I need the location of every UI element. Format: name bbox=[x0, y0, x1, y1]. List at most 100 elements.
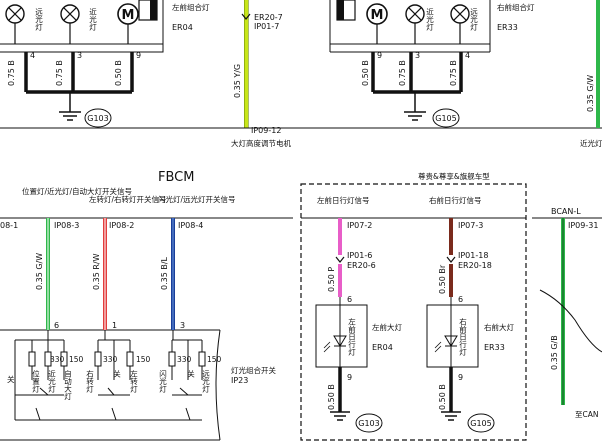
fbcm-pin-ip08-3: IP08-3 bbox=[54, 221, 79, 230]
r150-b: 150 bbox=[136, 355, 151, 364]
trim-note: 尊贵&尊享&旗舰车型 bbox=[418, 171, 490, 181]
r330-c: 330 bbox=[177, 355, 192, 364]
right-wire-label-3: 0.75 B bbox=[449, 60, 458, 86]
conn-er20-7: ER20-7 bbox=[254, 13, 283, 22]
conn-ip01-7: IP01-7 bbox=[254, 22, 279, 31]
motor-left-symbol: M bbox=[122, 8, 135, 23]
lamp-left-high-beam bbox=[5, 4, 25, 24]
bcan-wire-label: 0.35 G/B bbox=[550, 335, 559, 370]
motor-right-symbol: M bbox=[371, 8, 384, 23]
fbcm-pin-ip08-4: IP08-4 bbox=[178, 221, 203, 230]
bcan-label: BCAN-L bbox=[551, 207, 581, 216]
drl-left-connector: IP07-2 bbox=[347, 221, 372, 230]
drl-left-led-icon bbox=[323, 335, 347, 353]
drl-right-signal: 右前日行灯信号 bbox=[429, 195, 482, 205]
assembly-right-name: 右前组合灯 bbox=[497, 2, 535, 12]
svg-text:G103: G103 bbox=[358, 419, 379, 428]
motor-left: M bbox=[117, 3, 139, 25]
drl-left-signal: 左前日行灯信号 bbox=[317, 195, 370, 205]
connector-arrow-er20 bbox=[241, 13, 251, 20]
drl-right-gnd-wire: 0.50 B bbox=[438, 384, 447, 410]
wire-1-label: 0.35 G/W bbox=[35, 253, 44, 290]
drl-right-lamp-name: 右前日行灯 bbox=[458, 317, 467, 357]
assembly-left-name: 左前组合灯 bbox=[172, 2, 210, 12]
left-wire-label-1: 0.75 B bbox=[7, 60, 16, 86]
pos-low: 近光灯 bbox=[47, 369, 56, 394]
lamp-right-high-beam bbox=[450, 4, 470, 24]
right-pin-1: 9 bbox=[377, 51, 382, 60]
drl-dashed-box bbox=[300, 183, 527, 441]
left-pin-3: 9 bbox=[136, 51, 141, 60]
drl-left-gnd-wire: 0.50 B bbox=[327, 384, 336, 410]
svg-text:G105: G105 bbox=[435, 114, 456, 123]
bcan-connector: IP09-31 bbox=[568, 221, 598, 230]
light-switch-circuit bbox=[14, 330, 206, 421]
to-can-caption: 至CAN bbox=[575, 410, 598, 419]
far-right-wire-label: 0.35 G/W bbox=[586, 75, 595, 112]
drl-left-code: ER04 bbox=[372, 343, 393, 352]
fbcm-sig-turn: 左转灯/右转灯开关信号 bbox=[89, 194, 167, 204]
lamp-right-1-label: 近光灯 bbox=[425, 7, 434, 32]
lamp-right-2-label: 远光灯 bbox=[469, 8, 478, 32]
fbcm-title: FBCM bbox=[158, 170, 194, 185]
drl-right-assembly: 右前大灯 bbox=[484, 322, 514, 332]
fbcm-sig-flash: 闪光灯/远光灯开关信号 bbox=[158, 194, 236, 204]
left-pin-1: 4 bbox=[30, 51, 35, 60]
svg-text:G105: G105 bbox=[470, 419, 491, 428]
conn-ip09-12: IP09-12 bbox=[251, 126, 281, 135]
left-wire-label-2: 0.75 B bbox=[55, 60, 64, 86]
drl-right-code: ER33 bbox=[484, 343, 505, 352]
r330-b: 330 bbox=[103, 355, 118, 364]
drl-left-ip: IP01-6 bbox=[347, 251, 372, 260]
wire-3-label: 0.35 B/L bbox=[160, 256, 169, 290]
caption-motor: 大灯高度调节电机 bbox=[231, 138, 291, 148]
wire-2-label: 0.35 R/W bbox=[92, 253, 101, 290]
drl-left-assembly: 左前大灯 bbox=[372, 322, 402, 332]
lamp-right-low-beam bbox=[405, 4, 425, 24]
drl-right-pin-top: 6 bbox=[458, 295, 463, 304]
assembly-left-code: ER04 bbox=[172, 23, 193, 32]
pos-auto: 自动大灯 bbox=[63, 369, 72, 402]
pos-turn-off: 关 bbox=[112, 369, 121, 379]
drl-left-lamp-name: 左前日行灯 bbox=[347, 317, 356, 357]
right-pin-3: 4 bbox=[465, 51, 470, 60]
can-twist-line bbox=[539, 289, 602, 353]
pos-flash: 闪光灯 bbox=[158, 370, 167, 394]
lamp-left-low-beam bbox=[60, 4, 80, 24]
lamp-left-1-label: 远光灯 bbox=[34, 8, 43, 32]
drl-right-led-icon bbox=[434, 335, 458, 353]
caption-right-edge: 近光灯电器 bbox=[580, 138, 602, 148]
fbcm-pin-1: 1 bbox=[112, 321, 117, 330]
drl-left-pin-top: 6 bbox=[347, 295, 352, 304]
pos-high: 远光灯 bbox=[201, 370, 210, 394]
svg-text:G103: G103 bbox=[87, 114, 108, 123]
switch-code: IP23 bbox=[231, 376, 248, 385]
drl-left-wire: 0.50 P bbox=[327, 267, 336, 292]
fbcm-pin-edge: 08-1 bbox=[0, 221, 18, 230]
drl-right-wire: 0.50 Br bbox=[438, 264, 447, 294]
fbcm-pin-3: 3 bbox=[180, 321, 185, 330]
pos-off: 关 bbox=[7, 374, 15, 384]
r330-a: 330 bbox=[50, 355, 65, 364]
fbcm-pin-ip08-2: IP08-2 bbox=[109, 221, 134, 230]
pos-right-turn: 右转灯 bbox=[85, 369, 94, 394]
drl-right-ip: IP01-18 bbox=[458, 251, 488, 260]
drl-left-er: ER20-6 bbox=[347, 261, 376, 270]
center-wire-label: 0.35 Y/G bbox=[233, 64, 242, 98]
drl-right-connector: IP07-3 bbox=[458, 221, 483, 230]
drl-right-er: ER20-18 bbox=[458, 261, 492, 270]
r150-a: 150 bbox=[69, 355, 84, 364]
assembly-right-code: ER33 bbox=[497, 23, 518, 32]
right-wire-label-2: 0.75 B bbox=[398, 60, 407, 86]
pos-left-turn: 左转灯 bbox=[129, 369, 138, 394]
r150-c: 150 bbox=[207, 355, 222, 364]
left-pin-2: 3 bbox=[77, 51, 82, 60]
fbcm-sig-position: 位置灯/近光灯/自动大灯开关信号 bbox=[22, 186, 132, 196]
drl-left-pin-bottom: 9 bbox=[347, 373, 352, 382]
drl-right-pin-bottom: 9 bbox=[458, 373, 463, 382]
left-wire-label-3: 0.50 B bbox=[114, 60, 123, 86]
ground-g105-bottom: G105 bbox=[467, 413, 495, 433]
ground-g105-top: G105 bbox=[432, 108, 460, 128]
right-wire-label-1: 0.50 B bbox=[361, 60, 370, 86]
